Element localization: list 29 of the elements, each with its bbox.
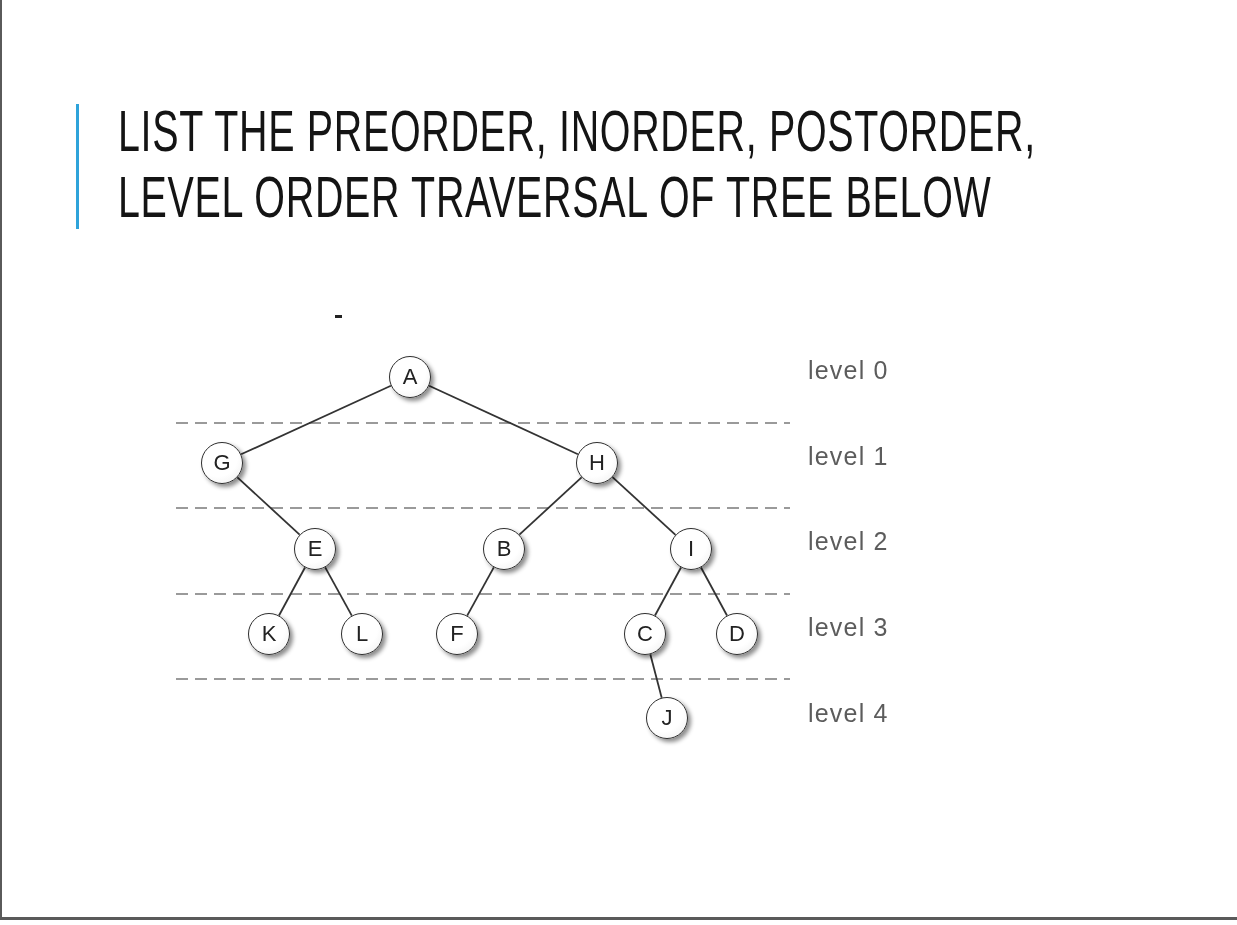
tree-node: D: [716, 613, 758, 655]
slide-title: LIST THE PREORDER, INORDER, POSTORDER, LEVEL ORDER TRAVERSAL OF TREE BELOW: [118, 98, 1037, 230]
level-label: level 2: [808, 526, 889, 556]
tree-node: I: [670, 528, 712, 570]
tree-node: A: [389, 356, 431, 398]
connector-line: [700, 566, 728, 617]
tree-node: E: [294, 528, 336, 570]
tree-node: C: [624, 613, 666, 655]
connector-line: [240, 384, 392, 456]
level-label: level 4: [808, 698, 889, 728]
connector-line: [428, 384, 579, 456]
connector-line: [518, 476, 583, 536]
tree-node: J: [646, 697, 688, 739]
connector-line: [278, 566, 306, 617]
connector-line: [649, 653, 663, 699]
connector-line: [236, 476, 301, 536]
connector-line: [654, 566, 682, 617]
tree-node: K: [248, 613, 290, 655]
tree-node: L: [341, 613, 383, 655]
level-label: level 1: [808, 441, 889, 471]
connector-line: [611, 476, 677, 536]
tree-node: B: [483, 528, 525, 570]
level-label: level 0: [808, 355, 889, 385]
tree-node: H: [576, 442, 618, 484]
level-label: level 3: [808, 612, 889, 642]
connector-line: [324, 566, 353, 617]
tree-node: G: [201, 442, 243, 484]
tree-node: F: [436, 613, 478, 655]
connector-line: [466, 566, 495, 617]
